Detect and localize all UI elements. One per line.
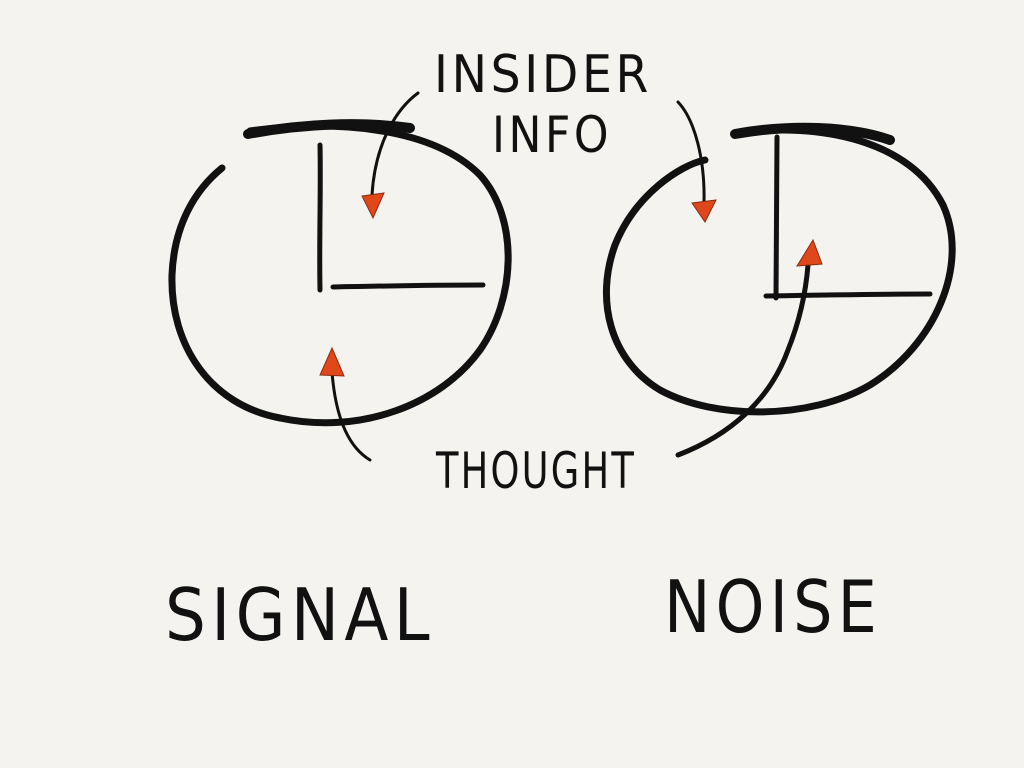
noise-circle <box>602 126 956 416</box>
signal-vertical-hand <box>317 142 323 293</box>
thought-label: THOUGHT <box>435 442 636 500</box>
signal-thought-arrowhead <box>319 346 345 377</box>
noise-horizontal-hand <box>763 291 933 299</box>
insider-label-line2: INFO <box>492 106 612 164</box>
noise-thought-arrowhead <box>796 238 823 267</box>
insider-label-line1: INSIDER <box>434 45 652 105</box>
signal-horizontal-hand <box>330 282 486 290</box>
signal-circle-top-stroke <box>243 119 415 139</box>
noise-diagram <box>602 100 956 458</box>
noise-thought-arrow-shaft <box>675 262 811 458</box>
noise-circle-top-stroke <box>730 122 895 145</box>
signal-circle <box>168 122 512 427</box>
signal-diagram <box>168 91 512 462</box>
signal-thought-arrow-shaft <box>330 370 372 462</box>
signal-insider-arrowhead <box>361 192 385 220</box>
noise-label: NOISE <box>664 565 882 649</box>
noise-insider-arrowhead <box>691 199 717 223</box>
signal-insider-arrow-shaft <box>370 91 420 197</box>
noise-vertical-hand <box>773 134 780 301</box>
noise-insider-arrow-shaft <box>676 100 706 204</box>
signal-label: SIGNAL <box>165 573 435 657</box>
